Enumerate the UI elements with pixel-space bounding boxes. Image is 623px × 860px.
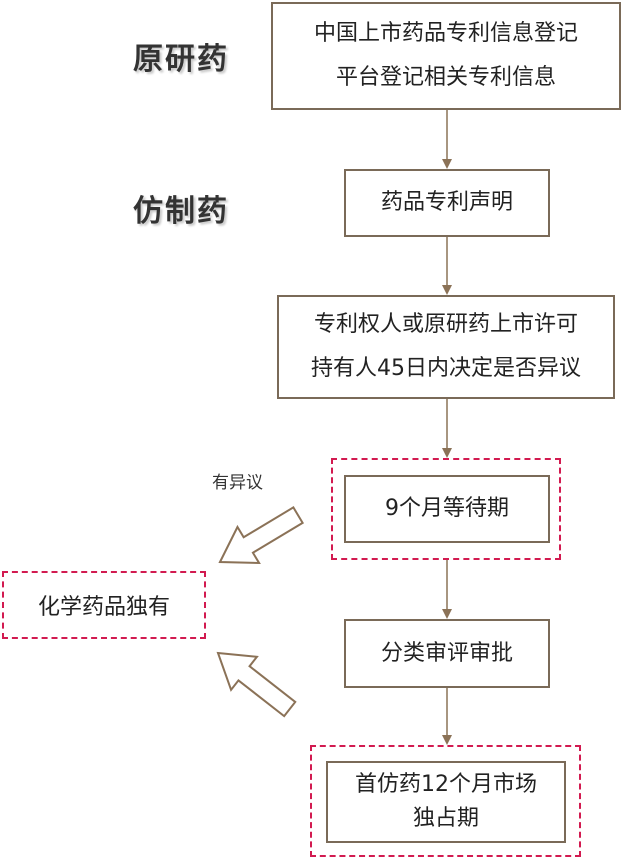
objection-arrow [209, 497, 309, 580]
exclusivity-arrow [205, 636, 303, 725]
